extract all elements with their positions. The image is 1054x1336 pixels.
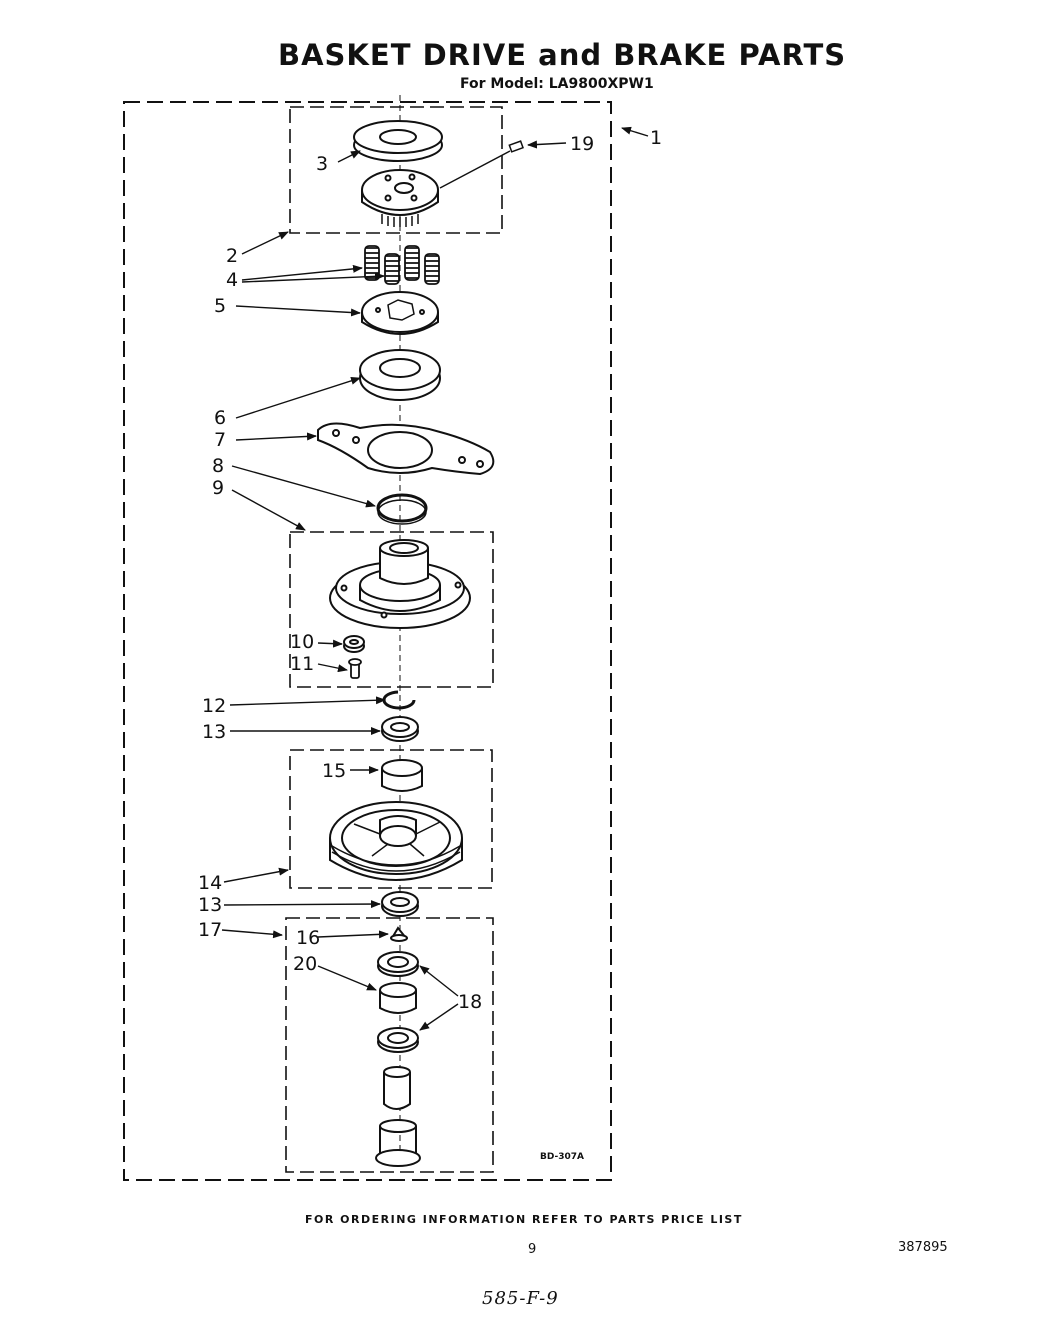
- part-13-bearing-lower: [381, 891, 419, 917]
- subassembly-box-17: [285, 917, 494, 1173]
- callout-10: 10: [290, 631, 314, 653]
- callout-14: 14: [198, 872, 222, 894]
- callout-13a: 13: [202, 721, 226, 743]
- page-number: 9: [528, 1242, 537, 1257]
- callout-13b: 13: [198, 894, 222, 916]
- drive-hub-plate: [361, 169, 439, 227]
- drive-shaft: [383, 1066, 411, 1110]
- part-6-washer: [359, 349, 441, 401]
- callout-16: 16: [296, 927, 320, 949]
- part-18-bearing-upper: [377, 951, 419, 977]
- subassembly-box-14: [289, 749, 493, 889]
- callout-6: 6: [214, 407, 226, 429]
- shaft-housing: [375, 1119, 421, 1167]
- part-9-hub: [329, 539, 471, 629]
- model-subtitle: For Model: LA9800XPW1: [460, 76, 654, 92]
- ordering-note: FOR ORDERING INFORMATION REFER TO PARTS …: [305, 1213, 743, 1226]
- callout-7: 7: [214, 429, 226, 451]
- callout-17: 17: [198, 919, 222, 941]
- page-title: BASKET DRIVE and BRAKE PARTS: [278, 38, 847, 72]
- part-3-washer: [353, 120, 443, 162]
- part-8-ring: [376, 493, 428, 525]
- part-12-clip: [382, 690, 416, 710]
- assembly-boundary: [123, 101, 612, 1181]
- callout-leaders: [221, 126, 649, 1031]
- part-11-bolt: [348, 658, 362, 679]
- part-4-springs: [364, 245, 440, 285]
- part-14-pulley: [329, 801, 463, 881]
- subassembly-box-2: [289, 106, 503, 234]
- callout-4: 4: [226, 269, 238, 291]
- callout-11: 11: [290, 653, 314, 675]
- callout-19: 19: [570, 133, 594, 155]
- callout-2: 2: [226, 245, 238, 267]
- part-10-nut: [343, 635, 365, 653]
- part-13-bearing-upper: [381, 716, 419, 742]
- figure-code: BD-307A: [540, 1152, 584, 1162]
- callout-8: 8: [212, 455, 224, 477]
- part-20-sleeve: [379, 982, 417, 1014]
- callout-1: 1: [650, 127, 662, 149]
- callout-3: 3: [316, 153, 328, 175]
- handwritten-note: 585-F-9: [482, 1288, 559, 1309]
- subassembly-box-9: [289, 531, 494, 688]
- callout-15: 15: [322, 760, 346, 782]
- part-16-cone: [390, 926, 409, 942]
- callout-9: 9: [212, 477, 224, 499]
- callout-5: 5: [214, 295, 226, 317]
- callout-18: 18: [458, 991, 482, 1013]
- callout-12: 12: [202, 695, 226, 717]
- part-19-screw: [508, 140, 524, 153]
- part-15-bushing: [381, 759, 423, 792]
- part-18-bearing-lower: [377, 1027, 419, 1053]
- callout-20: 20: [293, 953, 317, 975]
- part-7-bracket: [317, 422, 495, 476]
- part-5-spring-plate: [361, 291, 439, 335]
- document-number: 387895: [898, 1240, 948, 1255]
